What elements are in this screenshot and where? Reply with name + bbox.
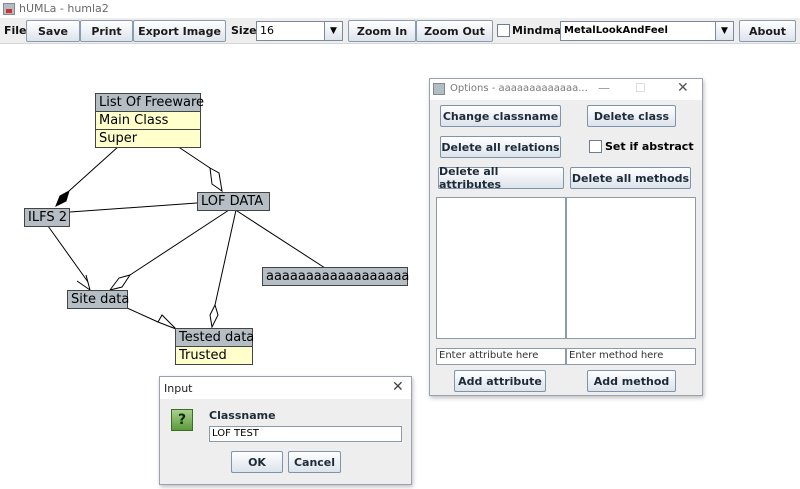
class-title: ILFS 2 [25,209,69,226]
relation-line [69,202,198,213]
attributes-list[interactable] [436,197,566,339]
size-select-value: 16 [260,24,274,37]
aggregation-diamond [209,167,223,193]
look-and-feel-value: MetalLookAndFeel [564,25,668,36]
relation-line [214,209,237,306]
question-icon: ? [171,409,193,431]
options-titlebar: Options - aaaaaaaaaaaaa... — ☐ ✕ [430,79,702,100]
class-ilfs-2[interactable]: ILFS 2 [24,208,70,227]
maximize-icon: ☐ [635,81,646,95]
relation-line [47,225,89,283]
about-button[interactable]: About [739,20,796,42]
cancel-button[interactable]: Cancel [288,451,341,473]
look-and-feel-select[interactable]: MetalLookAndFeel ▼ [560,21,734,41]
delete-class-button[interactable]: Delete class [587,105,676,127]
class-row: Trusted [179,348,227,363]
class-site-data[interactable]: Site data [67,290,129,309]
classname-input[interactable]: LOF TEST [209,426,402,442]
zoom-out-button[interactable]: Zoom Out [416,20,493,42]
class-row: Main Class [96,112,200,130]
attribute-input[interactable]: Enter attribute here [436,348,566,365]
print-button[interactable]: Print [80,20,133,42]
generalization-arrow [157,314,177,330]
size-select[interactable]: 16 ▼ [256,21,343,41]
mindmap-label: Mindmap [512,24,570,37]
chevron-down-icon: ▼ [324,22,342,40]
options-title: Options - aaaaaaaaaaaaa... [450,83,588,94]
class-aaa[interactable]: aaaaaaaaaaaaaaaaaa [262,267,409,286]
delete-all-attributes-button[interactable]: Delete all attributes [438,165,564,191]
relation-line [68,145,120,192]
close-icon[interactable]: ✕ [677,80,689,96]
input-dialog-titlebar: Input ✕ [160,377,411,399]
methods-list[interactable] [566,197,696,339]
java-app-icon [3,3,15,15]
window-title: hUMLa - humla2 [19,2,109,15]
aggregation-diamond [108,274,132,291]
arrow-head [76,274,91,292]
ok-button[interactable]: OK [231,451,283,473]
window-titlebar: hUMLa - humla2 [0,0,800,19]
chevron-down-icon: ▼ [715,22,733,40]
mindmap-checkbox[interactable] [497,24,510,37]
class-lof-data[interactable]: LOF DATA [197,192,270,211]
class-title: Tested data [176,329,254,347]
method-input[interactable]: Enter method here [566,348,696,365]
delete-all-relations-button[interactable]: Delete all relations [440,136,561,158]
save-button[interactable]: Save [26,20,80,42]
class-title: Site data [68,291,129,308]
input-dialog-title: Input [164,382,193,395]
class-list-of-freeware[interactable]: List Of Freeware Main Class Super [95,93,204,148]
options-window: Options - aaaaaaaaaaaaa... — ☐ ✕ Change … [429,78,703,396]
size-label: Size: [231,24,261,37]
file-menu[interactable]: File [4,24,27,37]
add-attribute-button[interactable]: Add attribute [454,370,546,392]
minimize-icon[interactable]: — [598,81,610,95]
zoom-in-button[interactable]: Zoom In [348,20,416,42]
delete-all-methods-button[interactable]: Delete all methods [570,167,691,189]
classname-label: Classname [209,409,276,422]
composition-diamond [55,189,70,208]
java-app-icon [433,83,445,95]
class-row: Super [99,131,138,146]
aggregation-diamond [209,303,219,329]
close-icon[interactable]: ✕ [392,379,404,395]
add-method-button[interactable]: Add method [587,370,676,392]
class-title: List Of Freeware [96,94,204,112]
set-abstract-label: Set if abstract [605,140,694,153]
export-image-button[interactable]: Export Image [133,20,226,42]
class-title: aaaaaaaaaaaaaaaaaa [263,268,409,285]
relation-line [233,208,326,269]
change-classname-button[interactable]: Change classname [440,105,561,127]
relation-line [126,307,159,323]
relation-line [176,145,211,169]
input-dialog: Input ✕ ? Classname LOF TEST OK Cancel [159,376,412,485]
class-title: LOF DATA [198,193,269,210]
class-tested-data[interactable]: Tested data Trusted [175,328,254,365]
toolbar: File Save Print Export Image Size: 16 ▼ … [0,19,800,44]
relation-line [129,209,230,276]
set-abstract-checkbox[interactable] [589,140,602,153]
